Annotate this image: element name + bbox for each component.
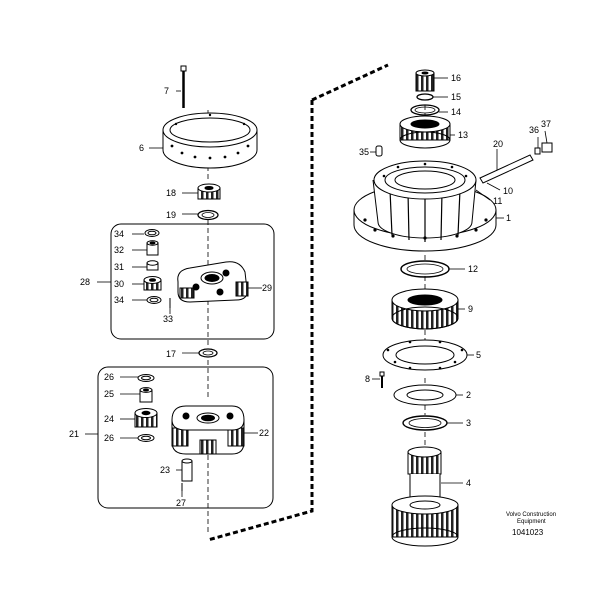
callout-17: 17 — [166, 349, 176, 359]
callout-34-bottom: 34 — [114, 295, 124, 305]
bushing-part-25 — [139, 387, 153, 403]
callout-18: 18 — [166, 188, 176, 198]
washer-part-34-top — [144, 229, 160, 237]
callout-labels: 7 6 18 19 34 32 31 30 34 28 29 33 17 26 … — [69, 73, 551, 508]
bearing-part-13 — [399, 115, 451, 149]
callout-20: 20 — [493, 139, 503, 149]
washer-part-26-bottom — [137, 434, 155, 442]
callout-21: 21 — [69, 429, 79, 439]
callout-9: 9 — [468, 304, 473, 314]
ring-part-15 — [416, 93, 434, 101]
assembly-group-21-box — [97, 366, 274, 509]
callout-24: 24 — [104, 414, 114, 424]
bearing-part-9 — [391, 288, 459, 330]
planet-gear-part-30 — [143, 276, 162, 291]
callout-34-top: 34 — [114, 229, 124, 239]
callout-35: 35 — [359, 147, 369, 157]
callout-28: 28 — [80, 277, 90, 287]
leader-lines — [85, 77, 548, 497]
callout-12: 12 — [468, 264, 478, 274]
pinion-shaft-part-4 — [391, 446, 459, 547]
plate-part-5 — [382, 339, 468, 371]
callout-26-bottom: 26 — [104, 433, 114, 443]
callout-2: 2 — [466, 390, 471, 400]
callout-16: 16 — [451, 73, 461, 83]
callout-22: 22 — [259, 428, 269, 438]
callout-7: 7 — [164, 86, 169, 96]
callout-19: 19 — [166, 210, 176, 220]
seal-ring-part-14 — [410, 104, 440, 116]
sun-gear-part-18 — [197, 183, 221, 200]
callout-5: 5 — [476, 350, 481, 360]
housing-part-1 — [353, 160, 497, 252]
callout-30: 30 — [114, 279, 124, 289]
callout-29: 29 — [262, 283, 272, 293]
seal-ring-part-3 — [402, 415, 448, 431]
planet-carrier-part-22 — [171, 405, 245, 455]
section-separator-line — [207, 63, 389, 542]
washer-part-19 — [197, 209, 219, 221]
bolt-part-7 — [180, 65, 187, 108]
callout-27: 27 — [176, 498, 186, 508]
fitting-part-16 — [415, 69, 435, 92]
callout-1: 1 — [506, 213, 511, 223]
document-number: 1041023 — [512, 528, 544, 537]
seal-ring-part-12 — [400, 260, 450, 278]
callout-32: 32 — [114, 245, 124, 255]
fitting-part-36 — [534, 147, 541, 155]
plate-part-2 — [393, 384, 457, 406]
callout-10: 10 — [503, 186, 513, 196]
brand-line-2: Equipment — [517, 519, 546, 525]
callout-11: 11 — [493, 196, 502, 206]
pin-part-23 — [181, 458, 193, 482]
washer-part-34-bottom — [146, 296, 162, 304]
callout-33: 33 — [163, 314, 173, 324]
callout-26-top: 26 — [104, 372, 114, 382]
brand-line-1: Volvo Construction — [506, 512, 556, 518]
planet-carrier-part-29 — [177, 261, 249, 303]
callout-25: 25 — [104, 389, 114, 399]
washer-part-17 — [198, 348, 218, 358]
footer-block: Volvo Construction Equipment 1041023 — [506, 512, 556, 537]
fitting-part-37 — [541, 142, 553, 153]
callout-37: 37 — [541, 119, 551, 129]
callout-14: 14 — [451, 107, 461, 117]
callout-8: 8 — [365, 374, 370, 384]
assembly-group-28-box — [110, 223, 275, 340]
callout-13: 13 — [458, 130, 468, 140]
callout-6: 6 — [139, 143, 144, 153]
bolt-part-8 — [379, 371, 385, 388]
callout-23: 23 — [160, 465, 170, 475]
plug-part-35 — [375, 145, 383, 157]
callout-4: 4 — [466, 478, 471, 488]
callout-15: 15 — [451, 92, 461, 102]
bushing-part-32 — [146, 240, 159, 256]
pin-part-31 — [146, 260, 159, 271]
planet-gear-part-24 — [134, 408, 158, 428]
washer-part-26-top — [137, 374, 155, 382]
callout-31: 31 — [114, 262, 124, 272]
tube-part-20 — [479, 154, 534, 184]
callout-36: 36 — [529, 125, 539, 135]
callout-3: 3 — [466, 418, 471, 428]
ring-gear-part-6 — [162, 112, 258, 169]
